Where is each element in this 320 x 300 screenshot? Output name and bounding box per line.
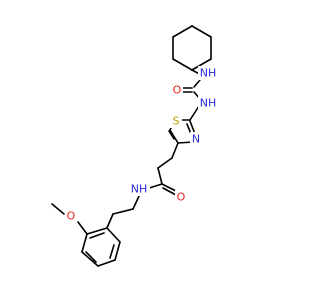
- bond: [77, 221, 88, 235]
- atom-label-n: N: [192, 133, 200, 146]
- atom-label-o: O: [67, 210, 76, 223]
- bond: [189, 120, 196, 135]
- bond: [191, 58, 212, 71]
- bond: [132, 193, 141, 210]
- bond: [106, 213, 114, 229]
- bond: [89, 232, 105, 239]
- bond: [172, 58, 193, 71]
- atom-label-nh: NH: [200, 67, 217, 80]
- bond: [191, 25, 212, 38]
- bond: [193, 79, 201, 88]
- bond: [106, 227, 121, 243]
- bond: [85, 251, 97, 263]
- benzene-ring: [81, 227, 121, 267]
- methoxy-group: [51, 203, 88, 235]
- atom-label-o: O: [173, 84, 182, 97]
- bond: [161, 183, 177, 192]
- thiazole-ring: [168, 105, 200, 144]
- bond: [189, 105, 200, 121]
- bond: [157, 167, 163, 185]
- atom-label-s: S: [173, 115, 180, 128]
- bond: [86, 227, 108, 235]
- bond: [81, 233, 88, 253]
- bond: [112, 208, 134, 215]
- bond: [97, 259, 116, 267]
- bond: [171, 142, 179, 159]
- bond: [168, 130, 175, 140]
- bond: [51, 203, 65, 215]
- bond: [169, 129, 179, 144]
- atom-label-o: O: [177, 191, 186, 204]
- molecule-diagram: NH O NH S N NH O O: [51, 25, 218, 267]
- bond: [81, 251, 99, 267]
- propanamide-chain: [145, 142, 179, 196]
- bond: [109, 244, 115, 259]
- bond: [157, 157, 173, 169]
- structure-svg: NH O NH S N NH O O: [51, 25, 218, 267]
- atom-labels: NH O NH S N NH O O: [65, 66, 218, 223]
- bond: [114, 241, 121, 261]
- atom-label-nh: NH: [131, 183, 148, 196]
- bond: [162, 187, 177, 196]
- phenethyl-linker: [106, 193, 141, 229]
- atom-label-nh: NH: [200, 97, 217, 110]
- cyclohexane-ring: [172, 25, 212, 71]
- bond: [172, 25, 193, 38]
